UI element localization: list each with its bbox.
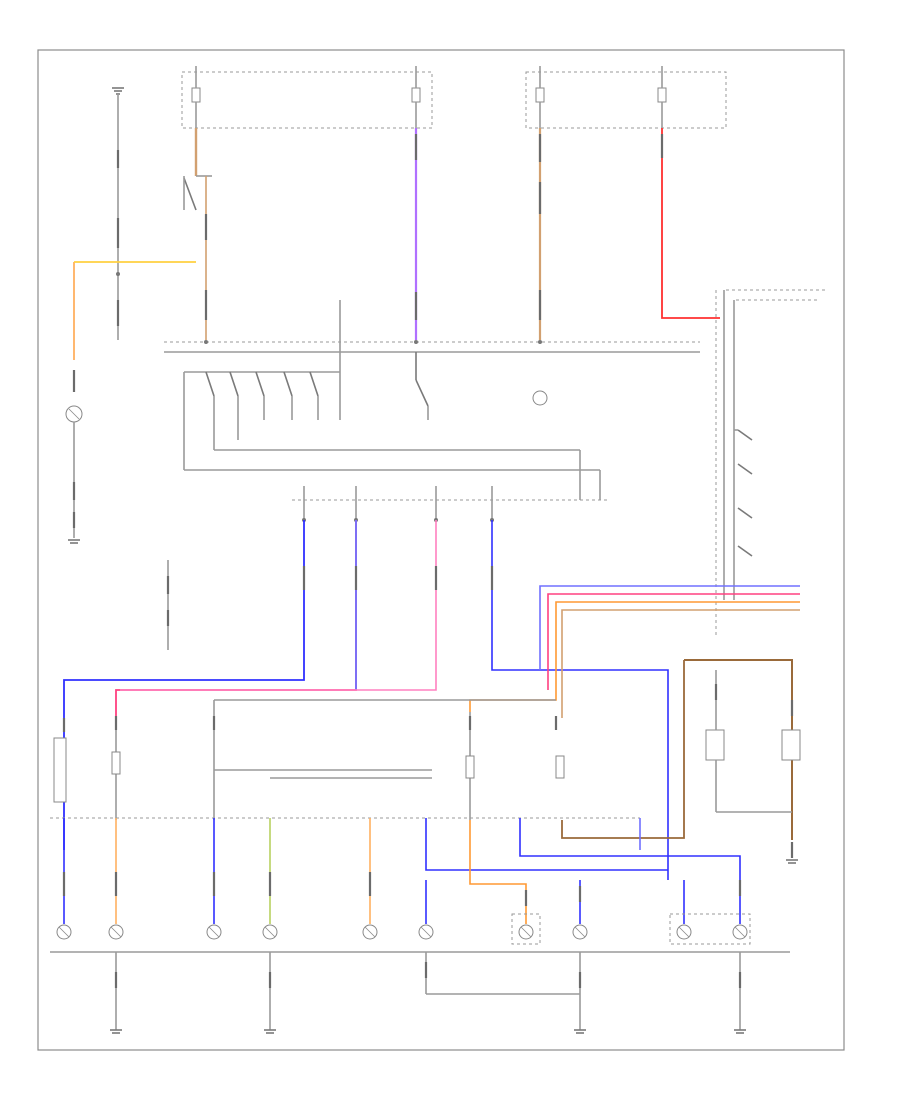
- fuse-symbol-a: [191, 87, 201, 103]
- bulb-symbol-4: [262, 924, 278, 940]
- bulb-symbol-1: [56, 924, 72, 940]
- splice-dot-left: [116, 272, 120, 276]
- bulb-symbol-3: [206, 924, 222, 940]
- relay-symbol-right: [781, 729, 801, 761]
- ground-symbol-4: [734, 1029, 746, 1034]
- bulb-symbol-5: [362, 924, 378, 940]
- fuse-symbol-lower-b: [111, 751, 121, 775]
- diagram-border: [37, 49, 845, 1051]
- switch-symbol-multi: [183, 300, 341, 470]
- switch-symbol-right: [734, 429, 753, 557]
- bulb-symbol-10: [732, 924, 748, 940]
- bulb-symbol-9: [676, 924, 692, 940]
- ground-symbol-2: [264, 1029, 276, 1034]
- relay-symbol-left: [705, 729, 725, 761]
- fuse-block-right: [525, 66, 727, 129]
- fuse-symbol-lower-d: [555, 755, 565, 779]
- bulb-row: [56, 913, 751, 945]
- bulb-symbol-left: [65, 405, 83, 423]
- ground-symbol-top: [112, 87, 124, 340]
- fuse-symbol-b: [411, 87, 421, 103]
- headlamp-switch-box: [715, 289, 826, 636]
- fuse-symbol-c: [535, 87, 545, 103]
- switch-symbol-passing: [415, 352, 429, 420]
- lower-fuse-area: [53, 699, 565, 820]
- ground-symbol-1: [110, 1029, 122, 1034]
- bulb-symbol-6: [418, 924, 434, 940]
- fuse-block-left: [181, 66, 433, 129]
- ground-symbol-6: [786, 859, 798, 864]
- ground-symbol-3: [574, 1029, 586, 1034]
- relay-block: [561, 659, 801, 858]
- bulb-symbol-2: [108, 924, 124, 940]
- ground-symbol-5: [68, 539, 80, 544]
- bulb-symbol-7: [518, 924, 534, 940]
- connector-segments-lower: [62, 872, 742, 906]
- dimmer-switch-row: [292, 486, 610, 522]
- switch-symbol-top: [183, 175, 212, 211]
- indicator-symbol: [532, 390, 548, 406]
- bulb-symbol-8: [572, 924, 588, 940]
- fuse-symbol-d: [657, 87, 667, 103]
- ground-symbol-row: [68, 539, 798, 1034]
- fuse-symbol-lower: [53, 737, 67, 803]
- fuse-symbol-lower-c: [465, 755, 475, 779]
